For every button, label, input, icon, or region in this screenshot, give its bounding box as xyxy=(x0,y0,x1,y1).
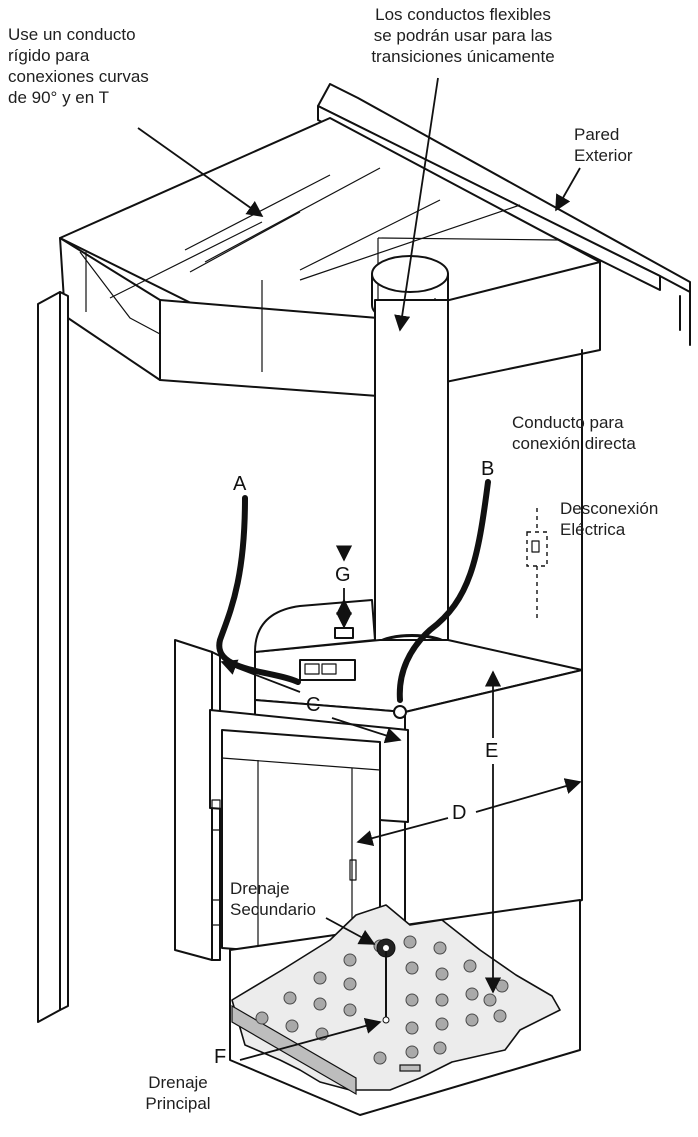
dimension-c xyxy=(220,659,402,744)
leader-rigid-duct xyxy=(137,127,264,217)
label-exterior-wall: Pared Exterior xyxy=(574,125,633,165)
leader-exterior-wall xyxy=(555,167,581,212)
furnace-cabinet xyxy=(174,599,583,1116)
leader-main-drain xyxy=(239,1018,382,1061)
electrical-disconnect-conduit xyxy=(526,508,548,620)
label-flexible-duct: Los conductos flexibles se podrán usar p… xyxy=(371,5,555,66)
dimension-d xyxy=(356,778,582,847)
label-direct-conduit: Conducto para conexión directa xyxy=(512,413,636,453)
plenum-duct xyxy=(59,117,601,397)
exterior-wall xyxy=(317,83,691,346)
callout-g: G xyxy=(335,564,351,586)
conduit-a xyxy=(216,495,301,685)
drain-holes xyxy=(255,935,509,1065)
callout-f: F xyxy=(214,1046,227,1068)
conduit-b xyxy=(393,479,491,719)
drain-pan xyxy=(231,904,561,1091)
flue-pipe xyxy=(371,299,453,665)
leader-secondary-drain xyxy=(325,917,376,945)
left-wall-stud xyxy=(37,291,69,1023)
callout-c: C xyxy=(306,694,321,716)
callout-a: A xyxy=(233,473,247,495)
callout-b: B xyxy=(481,458,495,480)
callout-e: E xyxy=(485,740,499,762)
label-main-drain: Drenaje Principal xyxy=(145,1073,211,1113)
callout-d: D xyxy=(452,802,467,824)
leader-flexible-duct xyxy=(394,77,439,332)
label-electrical-disconnect: Desconexión Eléctrica xyxy=(560,499,659,539)
label-rigid-duct: Use un conducto rígido para conexiones c… xyxy=(8,25,149,107)
label-secondary-drain: Drenaje Secundario xyxy=(230,879,317,919)
